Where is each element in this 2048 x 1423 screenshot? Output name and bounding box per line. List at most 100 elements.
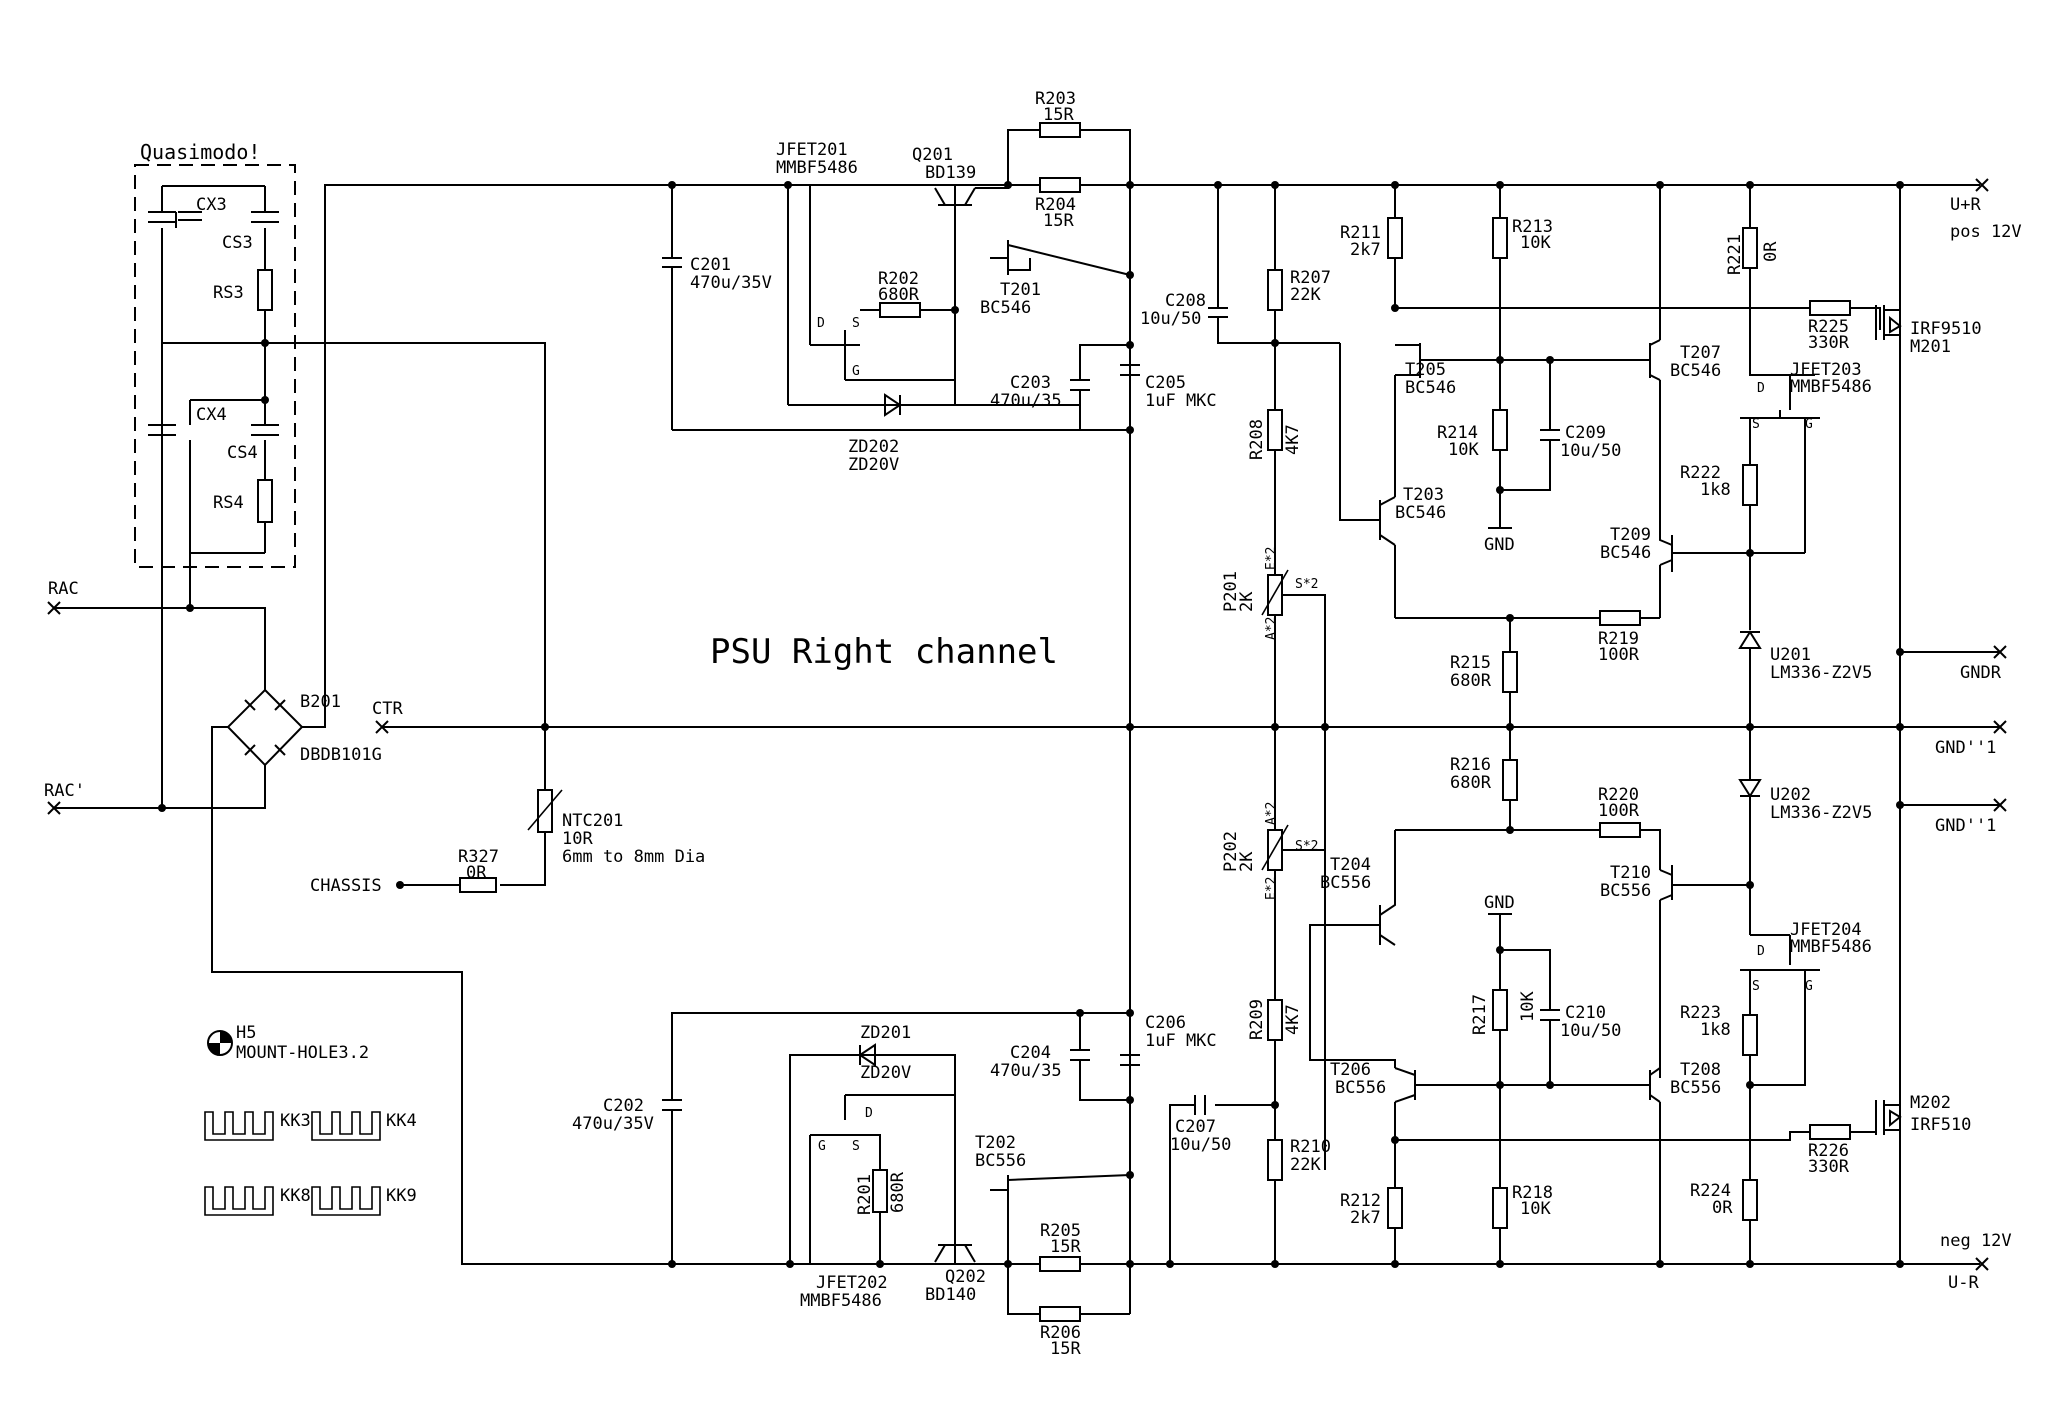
jfet202-value: MMBF5486 <box>800 1291 882 1311</box>
upr-label: U+R <box>1950 195 1981 215</box>
r220-value: 100R <box>1598 801 1640 821</box>
output-terminals: U+R pos 12V GNDR GND''1 GND''1 neg 12V U… <box>1935 178 2022 1293</box>
jfet203-value: MMBF5486 <box>1790 377 1872 397</box>
input-section: RAC RAC' B201 DBDB101G CTR NTC201 10R 6m… <box>44 184 2000 1265</box>
jfet204-value: MMBF5486 <box>1790 937 1872 957</box>
c204-label: C204 <box>1010 1043 1051 1063</box>
quasimodo-block: Quasimodo! CX3 CS3 <box>134 140 545 568</box>
zd202-label: ZD202 <box>848 437 899 457</box>
t201-value: BC546 <box>980 298 1031 318</box>
r222-value: 1k8 <box>1700 480 1731 500</box>
zd201-label: ZD201 <box>860 1023 911 1043</box>
t205-value: BC546 <box>1405 378 1456 398</box>
r223-value: 1k8 <box>1700 1020 1731 1040</box>
r223-label: R223 <box>1680 1003 1721 1023</box>
b201-value: DBDB101G <box>300 745 382 765</box>
c205-value: 1uF MKC <box>1145 391 1217 411</box>
jfet203-pin-g: G <box>1805 417 1813 432</box>
r215-value: 680R <box>1450 671 1492 691</box>
q201-label: Q201 <box>912 145 953 165</box>
r209-label: R209 <box>1247 999 1267 1040</box>
r202-value: 680R <box>878 285 920 305</box>
kk3-label: KK3 <box>280 1111 311 1131</box>
t201-label: T201 <box>1000 280 1041 300</box>
m201-value: M201 <box>1910 337 1951 357</box>
jfet202-pin-d: D <box>865 1106 873 1121</box>
p202-pin-e2: E*2 <box>1264 877 1279 900</box>
r327-label: R327 <box>458 847 499 867</box>
r327-value: 0R <box>466 863 487 883</box>
r225-value: 330R <box>1808 333 1850 353</box>
c209-value: 10u/50 <box>1560 441 1621 461</box>
c210-label: C210 <box>1565 1003 1606 1023</box>
r211-label: R211 <box>1340 223 1381 243</box>
r217-value: 10K <box>1518 991 1538 1022</box>
r208-value: 4K7 <box>1283 424 1303 455</box>
kk4-label: KK4 <box>386 1111 417 1131</box>
jfet201-label: JFET201 <box>776 140 848 160</box>
jfet204-pin-s: S <box>1752 979 1760 994</box>
kk9-label: KK9 <box>386 1186 417 1206</box>
error-amp-upper: R211 2k7 R213 10K T205 BC546 T207 BC546 … <box>1339 181 1805 760</box>
p201-value: 2K <box>1237 591 1257 612</box>
jfet204-pin-d: D <box>1757 944 1765 959</box>
r210-value: 22K <box>1290 1155 1321 1175</box>
t203-value: BC546 <box>1395 503 1446 523</box>
r203-value: 15R <box>1043 105 1074 125</box>
c206-label: C206 <box>1145 1013 1186 1033</box>
jfet201-value: MMBF5486 <box>776 158 858 178</box>
r217-label: R217 <box>1470 994 1490 1035</box>
r212-value: 2k7 <box>1350 1208 1381 1228</box>
cx4-label: CX4 <box>196 405 227 425</box>
r206-value: 15R <box>1050 1339 1081 1359</box>
m202-value: IRF510 <box>1910 1115 1971 1135</box>
c208-label: C208 <box>1165 291 1206 311</box>
r201-value: 680R <box>888 1171 908 1213</box>
t207-label: T207 <box>1680 343 1721 363</box>
negative-regulator: C202 470u/35V C204 470u/35 C206 1uF MKC … <box>572 727 1217 1359</box>
c209-label: C209 <box>1565 423 1606 443</box>
jfet203-pin-s: S <box>1752 417 1760 432</box>
r224-label: R224 <box>1690 1181 1731 1201</box>
t209-value: BC546 <box>1600 543 1651 563</box>
r201-label: R201 <box>855 1174 875 1215</box>
mechanical: H5 MOUNT-HOLE3.2 KK3 KK4 KK8 KK9 <box>204 1023 417 1216</box>
center-column: C208 10u/50 R207 22K R208 4K7 P201 2K E*… <box>1140 181 1340 1268</box>
c202-value: 470u/35V <box>572 1114 654 1134</box>
zd201-value: ZD20V <box>860 1063 911 1083</box>
jfet202-label: JFET202 <box>816 1273 888 1293</box>
kk8-label: KK8 <box>280 1186 311 1206</box>
r212-label: R212 <box>1340 1191 1381 1211</box>
c207-label: C207 <box>1175 1117 1216 1137</box>
gnd1a-label: GND''1 <box>1935 738 1996 758</box>
q202-value: BD140 <box>925 1285 976 1305</box>
r214-label: R214 <box>1437 423 1478 443</box>
c201-value: 470u/35V <box>690 273 772 293</box>
r218-value: 10K <box>1520 1199 1551 1219</box>
t210-value: BC556 <box>1600 881 1651 901</box>
r213-label: R213 <box>1512 217 1553 237</box>
r226-value: 330R <box>1808 1157 1850 1177</box>
m202-label: M202 <box>1910 1093 1951 1113</box>
t207-value: BC546 <box>1670 361 1721 381</box>
r204-label: R204 <box>1035 195 1076 215</box>
t206-label: T206 <box>1330 1060 1371 1080</box>
c207-value: 10u/50 <box>1170 1135 1231 1155</box>
p202-pin-s2: S*2 <box>1295 839 1318 854</box>
jfet203-pin-d: D <box>1757 381 1765 396</box>
r221-label: R221 <box>1725 234 1745 275</box>
u202-label: U202 <box>1770 785 1811 805</box>
gnd-bottom-label: GND <box>1484 893 1515 913</box>
r218-label: R218 <box>1512 1183 1553 1203</box>
h5-label: H5 <box>236 1023 256 1043</box>
racp-label: RAC' <box>44 781 85 801</box>
r226-label: R226 <box>1808 1141 1849 1161</box>
gnd1b-label: GND''1 <box>1935 816 1996 836</box>
r205-value: 15R <box>1050 1237 1081 1257</box>
t209-label: T209 <box>1610 525 1651 545</box>
p201-pin-e2: E*2 <box>1264 547 1279 570</box>
quasimodo-label: Quasimodo! <box>140 140 260 164</box>
jfet204-label: JFET204 <box>1790 920 1862 940</box>
jfet201-pin-g: G <box>852 364 860 379</box>
